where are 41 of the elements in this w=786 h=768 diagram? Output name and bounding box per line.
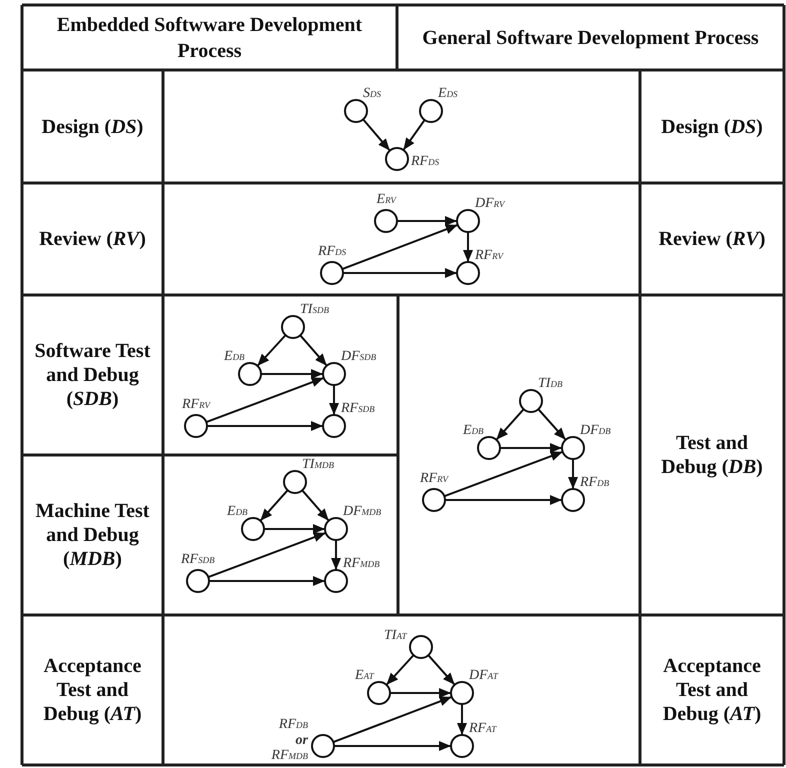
arrow (342, 224, 458, 270)
arrow (496, 408, 524, 440)
row-label: Machine Test and Debug (MDB) (34, 499, 150, 571)
arrow (260, 490, 288, 522)
arrow (299, 334, 328, 366)
arrow (463, 232, 473, 262)
row-label: Software Test and Debug (SDB) (34, 339, 152, 411)
arrow (457, 704, 467, 735)
arrow (207, 421, 323, 431)
arrow (334, 741, 451, 751)
arrow (261, 369, 323, 379)
arrow (332, 696, 452, 744)
arrow (331, 540, 341, 570)
arrow (500, 443, 562, 453)
arrow (428, 654, 456, 686)
arrow (538, 408, 566, 440)
arrow (208, 532, 326, 578)
row-label: Review (RV) (658, 227, 766, 251)
arrow (343, 268, 457, 278)
row-label: Acceptance Test and Debug (AT) (662, 654, 762, 726)
arrow (209, 576, 325, 586)
arrow (206, 376, 324, 424)
row-label: Design (DS) (660, 114, 764, 138)
arrow (397, 216, 457, 226)
arrow (264, 524, 325, 534)
arrow (256, 334, 286, 367)
arrow (568, 459, 578, 489)
arrow (386, 654, 414, 686)
arrow (362, 118, 391, 152)
row-label: Test and Debug (DB) (660, 431, 764, 479)
arrow (445, 495, 562, 505)
row-label: Review (RV) (38, 227, 147, 251)
column-header: Embedded Softwware Development Process (56, 12, 364, 64)
column-header: General Software Development Process (421, 26, 760, 50)
arrow (329, 385, 339, 415)
arrow (444, 450, 564, 498)
arrow (301, 490, 330, 522)
row-label: Acceptance Test and Debug (AT) (42, 654, 143, 726)
arrow (390, 688, 451, 698)
row-label: Design (DS) (40, 114, 144, 138)
arrow (402, 119, 426, 151)
